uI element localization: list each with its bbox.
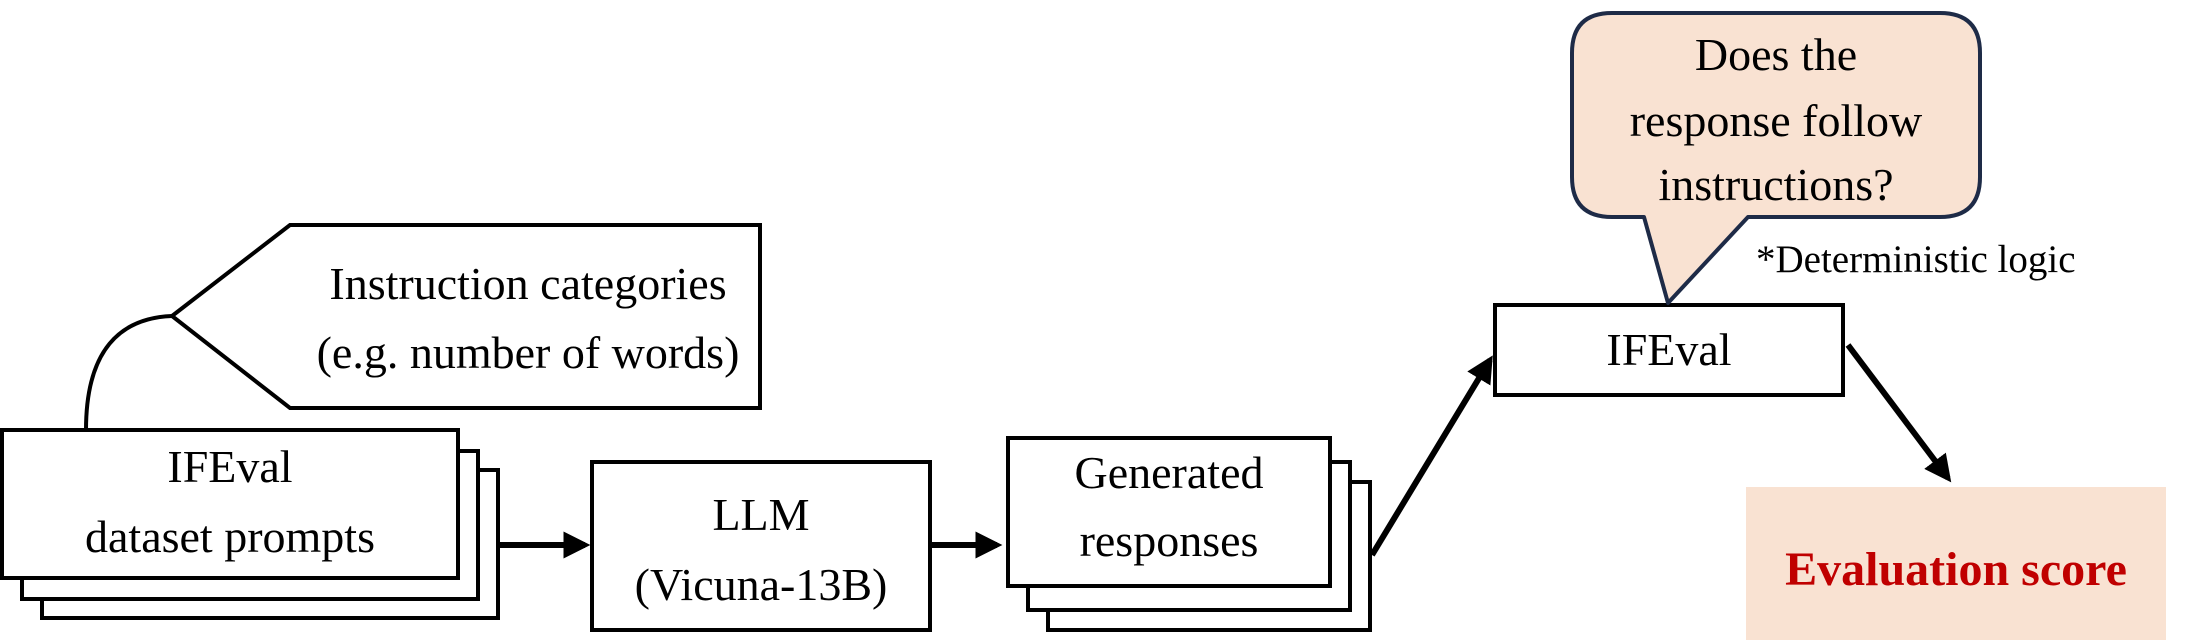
ifeval-label: IFEval: [1606, 324, 1731, 375]
instruction-categories-line2: (e.g. number of words): [317, 327, 740, 378]
question-speech-bubble: Does the response follow instructions?: [1570, 11, 1982, 305]
dataset-prompts-line1: IFEval: [167, 441, 292, 492]
instruction-categories-line1: Instruction categories: [329, 258, 726, 309]
generated-responses-line2: responses: [1080, 515, 1259, 566]
ifeval-box: IFEval: [1493, 303, 1845, 397]
evaluation-score-label: Evaluation score: [1785, 543, 2127, 596]
generated-responses-line1: Generated: [1075, 447, 1264, 498]
llm-line1: LLM: [712, 489, 809, 540]
llm-line2: (Vicuna-13B): [635, 559, 888, 610]
question-line3: instructions?: [1658, 159, 1893, 210]
question-line2: response follow: [1630, 95, 1923, 146]
generated-responses-stack: Generated responses: [1006, 436, 1372, 632]
instruction-categories-callout: Instruction categories (e.g. number of w…: [84, 223, 762, 431]
dataset-prompts-stack: IFEval dataset prompts: [0, 428, 500, 620]
llm-box: LLM (Vicuna-13B): [590, 460, 932, 632]
arrow-ifeval-to-score: [1845, 343, 1952, 483]
arrow-responses-to-ifeval: [1369, 355, 1493, 557]
evaluation-score-box: Evaluation score: [1746, 487, 2166, 640]
deterministic-logic-note: *Deterministic logic: [1756, 238, 2076, 281]
question-line1: Does the: [1695, 29, 1857, 80]
dataset-prompts-line2: dataset prompts: [85, 511, 375, 562]
